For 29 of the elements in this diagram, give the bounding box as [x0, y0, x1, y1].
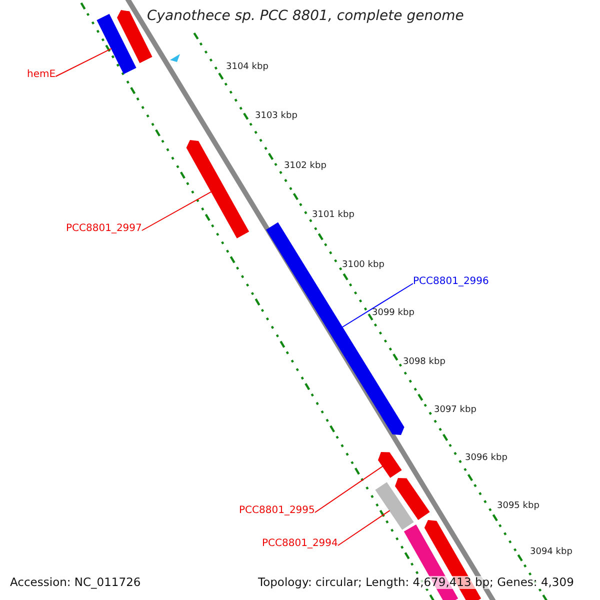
scale-label: 3094 kbp — [530, 548, 572, 558]
info-text: Accession: NC_011726 — [10, 576, 141, 589]
scale-label: 3100 kbp — [342, 261, 384, 271]
scale-label: 3098 kbp — [403, 358, 446, 368]
gene-label: PCC8801_2996 — [413, 276, 489, 287]
scale-label: 3103 kbp — [255, 112, 298, 122]
gene-bar — [395, 478, 430, 520]
scale-label: 3095 kbp — [497, 502, 540, 512]
title: Cyanothece sp. PCC 8801, complete genome — [147, 9, 464, 24]
gene-bar — [375, 482, 414, 530]
gene-label: PCC8801_2994 — [262, 538, 338, 549]
gene-label: hemE — [27, 69, 56, 80]
info-text: Topology: circular; Length: 4,679,413 bp; Genes: 4,309 — [258, 576, 574, 589]
scale-label: 3099 kbp — [372, 309, 414, 319]
gene-bar — [96, 14, 136, 74]
scale-label: 3097 kbp — [434, 406, 476, 416]
leader-line — [314, 466, 384, 513]
leader-line — [342, 283, 414, 328]
gene-bar — [186, 140, 250, 238]
gene-bar — [378, 452, 402, 478]
gene-label: PCC8801_2997 — [66, 223, 142, 234]
scale-label: 3096 kbp — [465, 454, 508, 464]
scale-label: 3101 kbp — [312, 211, 354, 221]
leader-line — [337, 510, 390, 546]
leader-line — [141, 191, 212, 231]
gene-label: PCC8801_2995 — [239, 505, 315, 516]
leader-line — [55, 48, 112, 77]
scale-label: 3102 kbp — [284, 162, 326, 172]
scale-label: 3104 kbp — [226, 63, 268, 73]
